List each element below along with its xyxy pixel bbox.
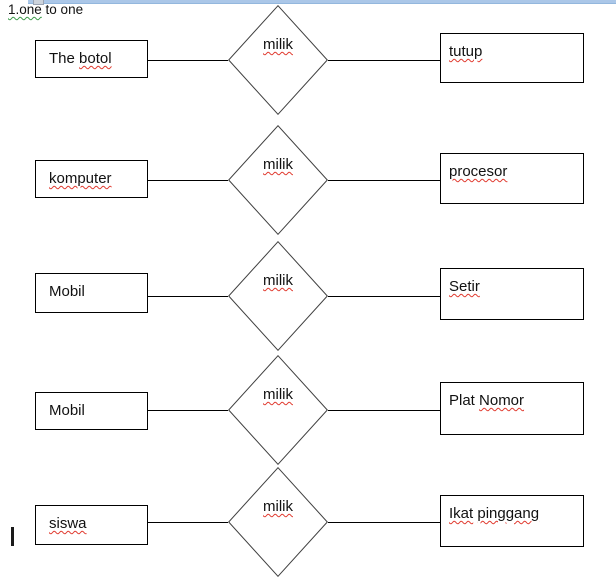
- connector-line[interactable]: [148, 180, 228, 181]
- text-cursor: [11, 527, 14, 546]
- entity-box[interactable]: tutup: [440, 33, 584, 83]
- connector-line[interactable]: [148, 410, 228, 411]
- entity-label: Ikat pinggang: [449, 505, 540, 522]
- title-rest: to one: [41, 2, 84, 17]
- entity-label: Plat Nomor: [449, 392, 525, 409]
- entity-box[interactable]: The botol: [35, 40, 148, 78]
- relationship-label: milik: [263, 36, 293, 53]
- connector-line[interactable]: [148, 60, 228, 61]
- connector-line[interactable]: [148, 296, 228, 297]
- connector-line[interactable]: [328, 296, 440, 297]
- entity-box[interactable]: Mobil: [35, 392, 148, 430]
- connector-line[interactable]: [148, 522, 228, 523]
- entity-box[interactable]: Setir: [440, 268, 584, 320]
- ui-fragment: [33, 0, 44, 5]
- connector-line[interactable]: [328, 180, 440, 181]
- entity-label: siswa: [49, 515, 87, 532]
- entity-box[interactable]: Plat Nomor: [440, 382, 584, 435]
- entity-box[interactable]: procesor: [440, 153, 584, 204]
- connector-line[interactable]: [328, 60, 440, 61]
- connector-line[interactable]: [328, 410, 440, 411]
- relationship-diamond[interactable]: [228, 467, 328, 577]
- relationship-diamond[interactable]: [228, 125, 328, 235]
- entity-label: tutup: [449, 43, 483, 60]
- entity-box[interactable]: komputer: [35, 160, 148, 198]
- entity-label: procesor: [449, 163, 508, 180]
- window-edge-strip: [28, 0, 616, 4]
- entity-label: komputer: [49, 170, 112, 187]
- connector-line[interactable]: [328, 522, 440, 523]
- entity-label: The botol: [49, 50, 112, 67]
- entity-box[interactable]: Mobil: [35, 273, 148, 313]
- relationship-label: milik: [263, 272, 293, 289]
- relationship-diamond[interactable]: [228, 241, 328, 351]
- entity-box[interactable]: siswa: [35, 505, 148, 545]
- relationship-label: milik: [263, 498, 293, 515]
- entity-label: Setir: [449, 278, 480, 295]
- page-title[interactable]: 1.one to one: [8, 2, 83, 17]
- entity-box[interactable]: Ikat pinggang: [440, 495, 584, 547]
- entity-label: Mobil: [49, 283, 85, 300]
- relationship-diamond[interactable]: [228, 5, 328, 115]
- relationship-label: milik: [263, 156, 293, 173]
- relationship-diamond[interactable]: [228, 355, 328, 465]
- title-grammar-marked: 1.one: [8, 2, 42, 17]
- relationship-label: milik: [263, 386, 293, 403]
- entity-label: Mobil: [49, 402, 85, 419]
